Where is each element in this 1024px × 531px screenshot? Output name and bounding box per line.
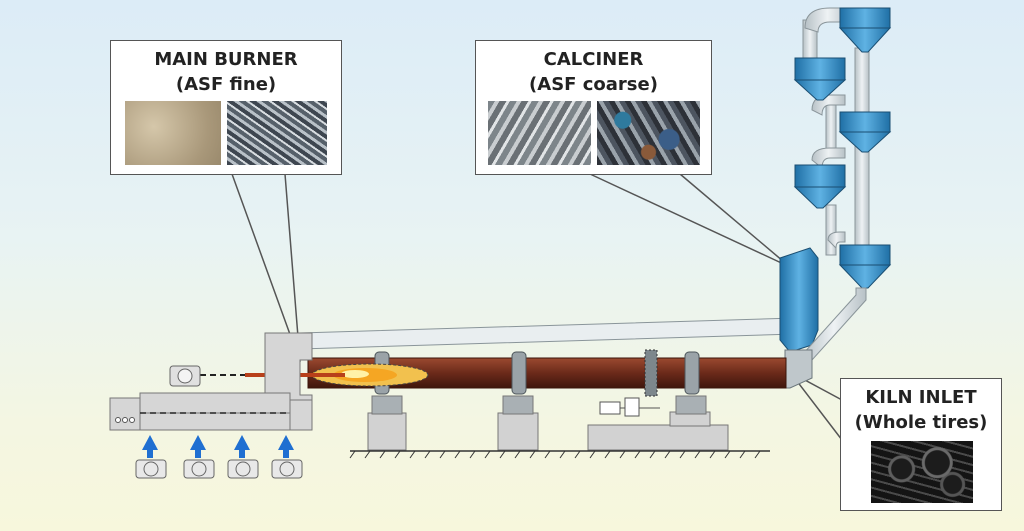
rotary-kiln [307,349,787,397]
calciner-vessel [779,247,819,353]
cyclone-5 [838,244,892,289]
kiln-drive [599,397,660,417]
cyclone-1 [838,7,892,53]
asf-coarse-metal-photo [488,101,591,165]
kiln-piers [367,395,729,451]
calciner-pointer [589,173,791,268]
main-burner-title: MAIN BURNER [154,49,298,70]
kiln-hood-and-cooler [109,332,313,431]
callout-pointers [231,173,843,441]
tertiary-air-duct [299,317,796,350]
kiln-inlet-subtitle: (Whole tires) [854,412,988,433]
main-burner-callout: MAIN BURNER (ASF fine) [110,40,342,175]
kiln-inlet-title: KILN INLET [865,387,977,408]
primary-air-fan [169,365,201,387]
ground [349,450,770,459]
asf-coarse-mixed-photo [597,101,700,165]
calciner-callout: CALCINER (ASF coarse) [475,40,712,175]
calciner-subtitle: (ASF coarse) [529,74,658,95]
cyclone-3 [838,111,892,153]
asf-fine-sand-photo [125,101,221,165]
cooler-fans [135,435,303,479]
cyclone-2 [793,57,847,101]
cyclone-4 [793,164,847,209]
whole-tires-photo [871,441,973,503]
preheater-tower [779,7,892,389]
calciner-title: CALCINER [543,49,644,70]
asf-fine-shred-photo [227,101,327,165]
main-burner-subtitle: (ASF fine) [175,74,277,95]
kiln-inlet-callout: KILN INLET (Whole tires) [840,378,1002,511]
